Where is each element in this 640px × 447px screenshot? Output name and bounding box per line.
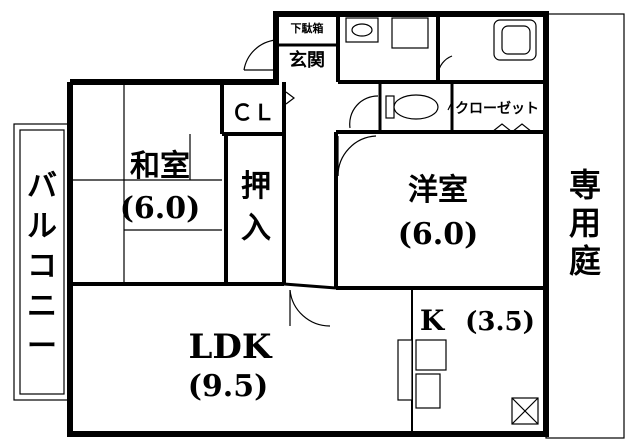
youshitsu-name: 洋室 bbox=[408, 173, 468, 208]
toilet-bowl bbox=[393, 94, 439, 120]
sink-counter bbox=[415, 373, 441, 409]
washing-machine-pan bbox=[391, 17, 429, 49]
oshiire-label-1: 押 bbox=[241, 169, 271, 204]
ldk-size: (9.5) bbox=[188, 369, 269, 404]
balcony-label-2: ル bbox=[27, 209, 57, 244]
youshitsu-size: (6.0) bbox=[398, 217, 479, 252]
ldk-name: LDK bbox=[189, 327, 273, 367]
balcony-label-4: ニ bbox=[27, 289, 57, 324]
oshiire-label-2: 入 bbox=[241, 211, 271, 246]
interior-walls bbox=[70, 14, 546, 434]
balcony-label-3: コ bbox=[27, 249, 57, 284]
fridge-space bbox=[397, 339, 413, 401]
stove bbox=[415, 339, 447, 371]
fixtures bbox=[345, 17, 539, 425]
garden-label-1: 専 bbox=[569, 166, 601, 204]
balcony: バ ル コ ニ ー bbox=[13, 123, 71, 401]
kitchen-size: (3.5) bbox=[465, 307, 535, 337]
outer-walls bbox=[67, 11, 549, 437]
cl-label: ＣＬ bbox=[231, 100, 275, 126]
balcony-label-1: バ bbox=[27, 169, 57, 204]
garden-label-2: 用 bbox=[569, 204, 601, 242]
tatami-lines bbox=[70, 82, 222, 284]
kitchen-name: K bbox=[420, 304, 446, 337]
private-garden: 専 用 庭 bbox=[545, 13, 625, 439]
getabako-label: 下駄箱 bbox=[291, 21, 324, 35]
genkan-label: 玄関 bbox=[289, 49, 325, 71]
washitsu-size: (6.0) bbox=[120, 191, 201, 226]
washitsu-name: 和室 bbox=[130, 149, 190, 184]
closet-label: クローゼット bbox=[455, 100, 539, 117]
door-swings bbox=[243, 39, 533, 327]
toilet-tank bbox=[385, 95, 395, 119]
garden-label-3: 庭 bbox=[569, 242, 601, 280]
balcony-label-5: ー bbox=[27, 329, 57, 364]
